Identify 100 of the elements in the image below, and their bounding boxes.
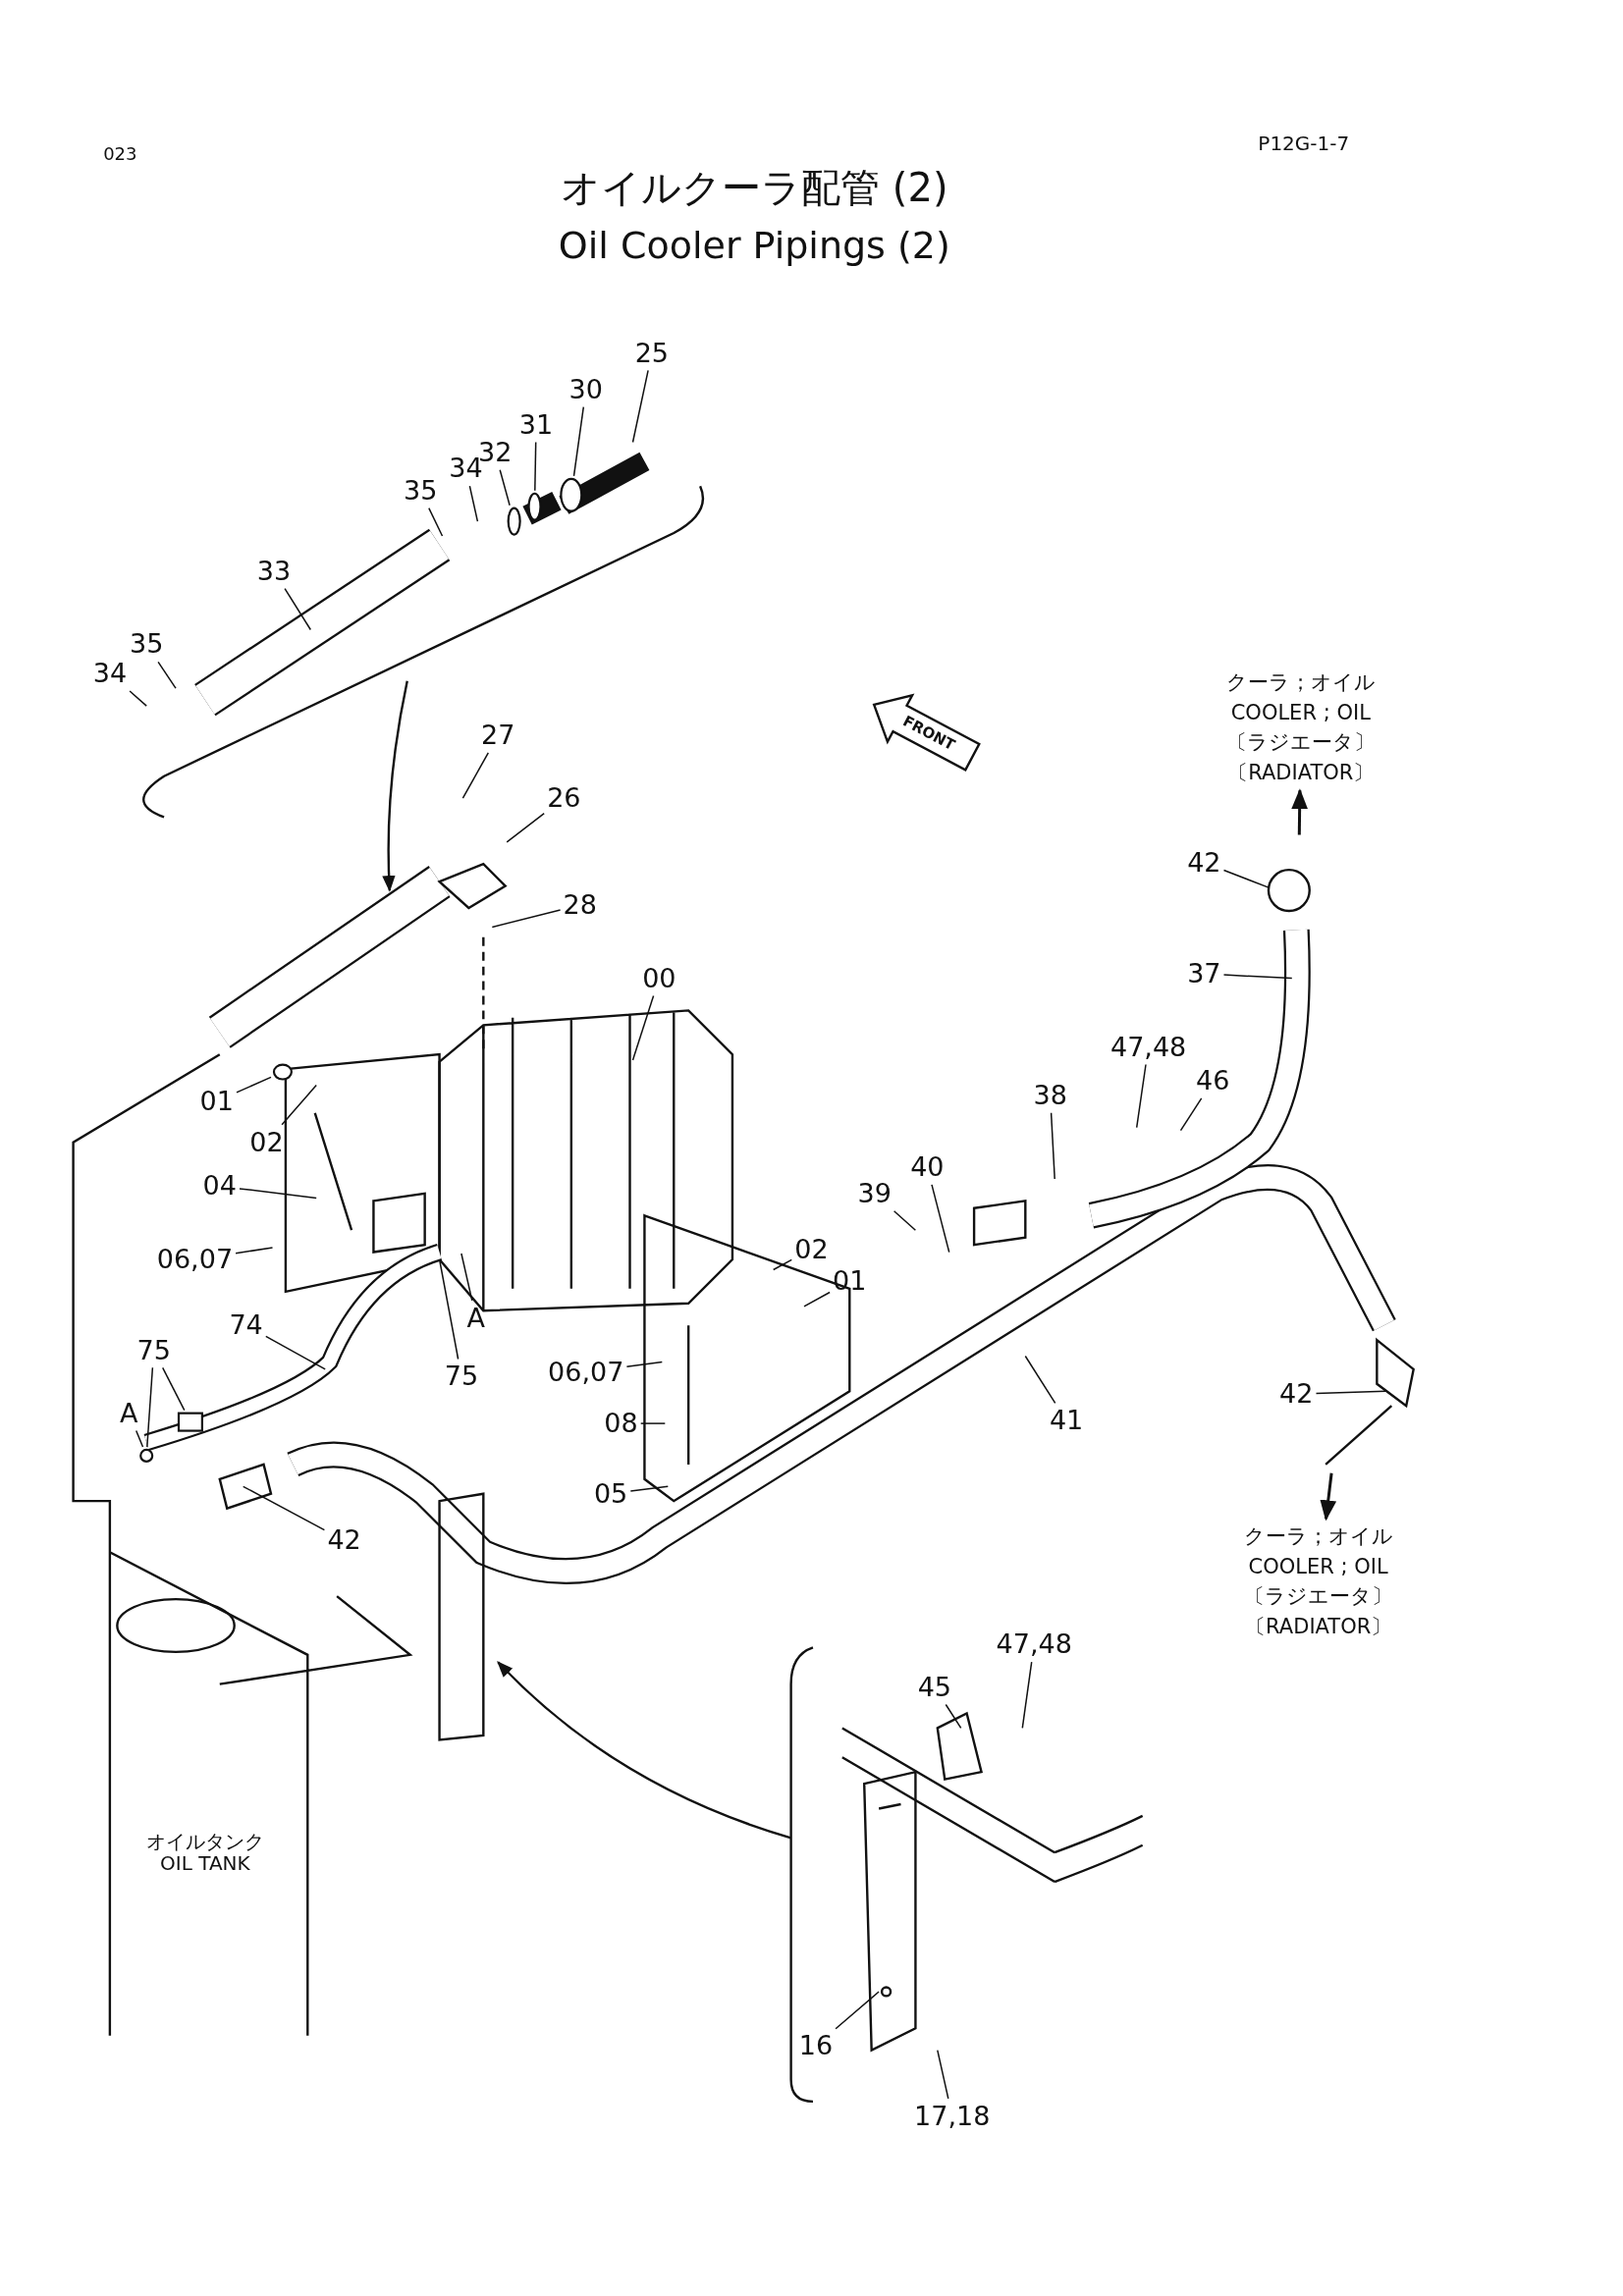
hose-fitting xyxy=(177,1412,203,1432)
leader-line xyxy=(803,1291,831,1308)
leader-line xyxy=(631,369,649,444)
seal-ring xyxy=(507,507,521,536)
leader-line xyxy=(242,1485,326,1531)
callout-number: 42 xyxy=(1279,1379,1314,1410)
callout-number: A xyxy=(466,1303,486,1333)
leader-line xyxy=(236,1076,272,1094)
leader-line xyxy=(625,1361,664,1368)
leader-line xyxy=(146,1366,154,1448)
leader-line xyxy=(428,507,444,537)
leader-line xyxy=(534,441,537,492)
leader-line xyxy=(835,1991,880,2030)
bolt-head xyxy=(272,1063,293,1081)
leader-line xyxy=(772,1258,793,1271)
callout-number: 74 xyxy=(229,1310,263,1340)
leader-line xyxy=(1222,869,1270,888)
leader-line xyxy=(893,1209,917,1231)
leader-line xyxy=(239,1188,317,1200)
seal-ring xyxy=(560,477,583,512)
callout-number: 40 xyxy=(910,1152,945,1182)
callout-number: 01 xyxy=(833,1266,867,1297)
leader-line xyxy=(631,994,655,1061)
callout-number: 00 xyxy=(642,963,676,993)
callout-number: 26 xyxy=(547,783,581,813)
page-code: P12G-1-7 xyxy=(1258,133,1350,155)
leader-line xyxy=(1021,1661,1033,1730)
callout-number: 47,48 xyxy=(1110,1032,1187,1062)
leader-line xyxy=(629,1485,670,1492)
destination-note: 〔RADIATOR〕 xyxy=(1226,759,1376,786)
callout-number: 25 xyxy=(634,338,670,368)
leader-line xyxy=(1315,1390,1387,1395)
callout-number: 06,07 xyxy=(548,1358,624,1387)
leader-line xyxy=(129,690,147,707)
callout-number: 75 xyxy=(444,1362,479,1392)
flow-arrow xyxy=(1291,788,1309,835)
callout-number: 02 xyxy=(794,1234,829,1264)
destination-note: 〔ラジエータ〕 xyxy=(1225,729,1376,757)
callout-number: 28 xyxy=(563,890,597,920)
leader-line xyxy=(460,1253,473,1302)
leader-line xyxy=(265,1335,326,1370)
callout-number: 75 xyxy=(136,1335,171,1365)
leader-line xyxy=(468,485,479,522)
leader-line xyxy=(945,1703,962,1730)
page-number: 023 xyxy=(103,143,137,164)
callout-number: 31 xyxy=(518,409,554,440)
leader-line xyxy=(639,1422,667,1424)
callout-number: A xyxy=(120,1398,138,1428)
page-subtitle: Oil Cooler Pipings (2) xyxy=(558,225,950,267)
callout-number: 17,18 xyxy=(914,2101,991,2131)
destination-note: クーラ；オイル xyxy=(1243,1523,1393,1551)
leader-line xyxy=(937,2049,949,2100)
leader-line xyxy=(931,1184,950,1254)
callout-number: 45 xyxy=(917,1672,951,1702)
leader-line xyxy=(161,1366,186,1412)
flow-arrow xyxy=(1320,1472,1337,1522)
leader-line xyxy=(1024,1355,1056,1405)
seal-ring xyxy=(527,492,542,521)
callout-number: 06,07 xyxy=(156,1245,234,1274)
callout-number: 30 xyxy=(568,375,603,404)
tank-label: オイルタンク OIL TANK xyxy=(144,1831,265,1875)
callout-number: 35 xyxy=(404,475,438,506)
destination-note: クーラ；オイル xyxy=(1225,669,1376,697)
leader-line xyxy=(281,1084,317,1126)
destination-note: COOLER ; OIL xyxy=(1247,1553,1389,1580)
o-ring xyxy=(139,1448,154,1463)
destination-note: 〔ラジエータ〕 xyxy=(1243,1583,1393,1611)
callout-number: 01 xyxy=(199,1087,234,1116)
callout-number: 38 xyxy=(1033,1081,1067,1110)
callout-number: 42 xyxy=(1187,847,1221,878)
callout-number: 27 xyxy=(481,721,515,750)
callout-number: 04 xyxy=(202,1171,237,1201)
leader-line xyxy=(461,752,490,799)
callout-number: 05 xyxy=(593,1478,628,1509)
callout-number: 46 xyxy=(1196,1066,1230,1095)
leader-line xyxy=(284,587,312,631)
callout-number: 08 xyxy=(604,1409,638,1438)
leader-line xyxy=(491,909,562,929)
callout-number: 35 xyxy=(130,629,164,660)
leader-line xyxy=(1222,974,1293,980)
callout-number: 33 xyxy=(256,557,292,586)
leader-line xyxy=(157,661,177,689)
destination-note: COOLER ; OIL xyxy=(1229,700,1372,726)
leader-line xyxy=(438,1258,460,1361)
callout-number: 34 xyxy=(92,659,128,689)
callout-number: 42 xyxy=(327,1525,361,1556)
leader-line xyxy=(572,405,585,477)
callout-number: 16 xyxy=(798,2031,834,2060)
callout-number: 39 xyxy=(857,1179,892,1208)
callout-number: 41 xyxy=(1049,1406,1084,1435)
leader-line xyxy=(1135,1063,1147,1129)
leader-line xyxy=(135,1429,144,1448)
leader-line xyxy=(1179,1097,1203,1132)
destination-note: 〔RADIATOR〕 xyxy=(1244,1613,1393,1640)
callout-number: 47,48 xyxy=(996,1629,1072,1660)
leader-line xyxy=(1050,1112,1055,1180)
leader-line xyxy=(499,469,511,507)
page-title: オイルクーラ配管 (2) xyxy=(561,165,948,209)
leader-line xyxy=(235,1247,274,1255)
callout-number: 37 xyxy=(1187,959,1221,988)
